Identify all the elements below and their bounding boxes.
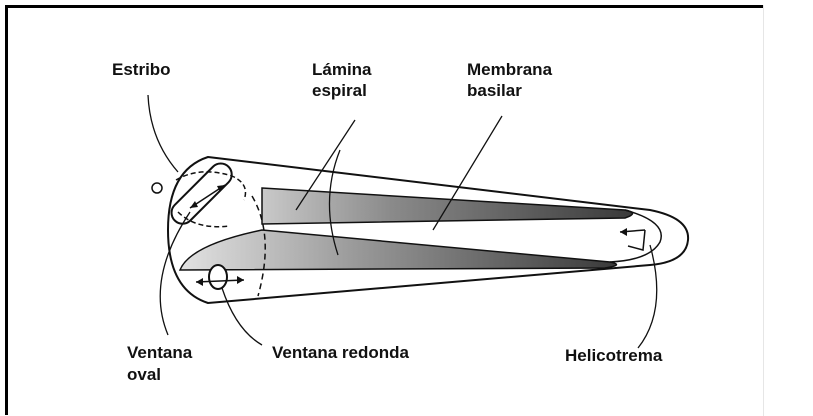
round-window-arrow — [196, 280, 244, 282]
label-lamina-line1: Lámina — [312, 60, 372, 79]
leader-estribo — [148, 95, 178, 172]
label-membrana-line2: basilar — [467, 81, 522, 100]
leader-ventana-redonda — [222, 288, 262, 345]
stapes-head — [152, 183, 162, 193]
oval-window — [167, 159, 236, 228]
label-estribo: Estribo — [112, 60, 171, 79]
cochlea-outline — [168, 157, 688, 303]
label-ventana-oval-line2: oval — [127, 365, 161, 384]
leader-helicotrema — [638, 245, 657, 348]
label-helicotrema: Helicotrema — [565, 346, 662, 365]
helico-arrowhead — [620, 228, 627, 236]
round-arrowhead-1 — [196, 278, 203, 286]
round-arrowhead-2 — [237, 276, 244, 284]
label-ventana-oval-line1: Ventana — [127, 343, 192, 362]
label-lamina-line2: espiral — [312, 81, 367, 100]
round-window — [209, 265, 227, 289]
lower-scala — [180, 230, 616, 270]
label-membrana-line1: Membrana — [467, 60, 552, 79]
label-ventana-redonda: Ventana redonda — [272, 343, 409, 362]
